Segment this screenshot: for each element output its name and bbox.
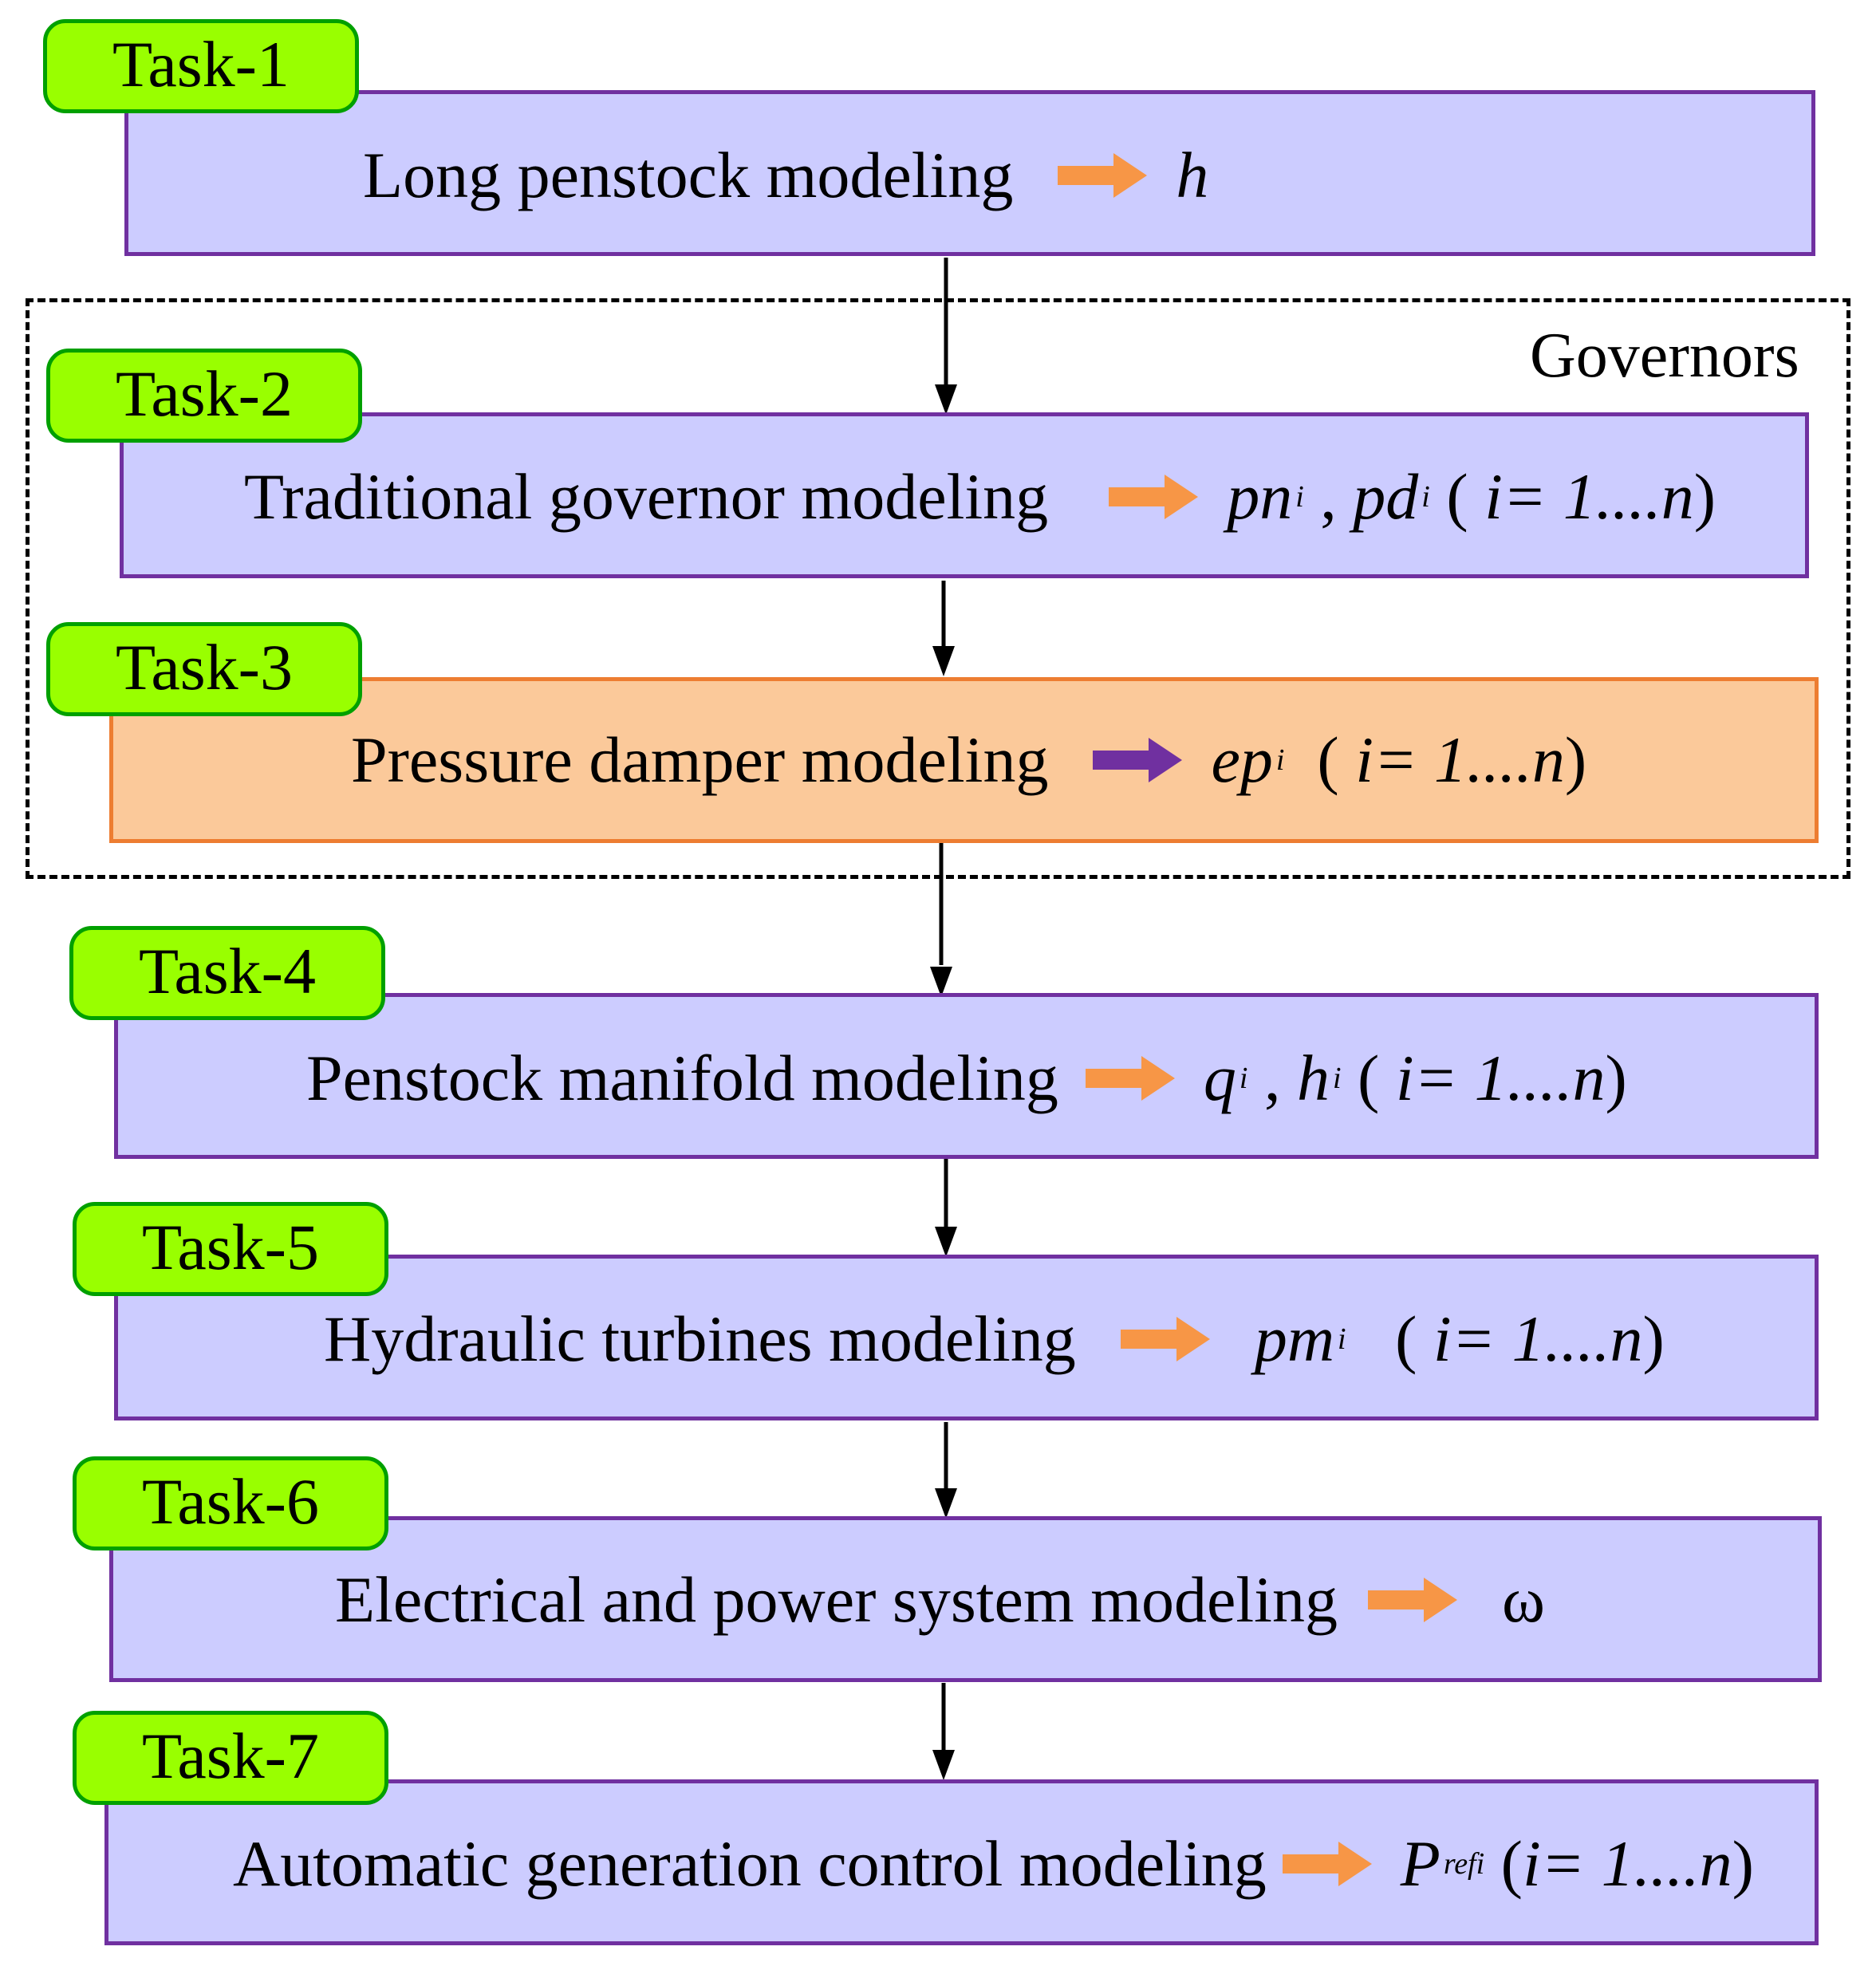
task-5-close-paren: ) — [1642, 1302, 1665, 1375]
task-3-close-paren: ) — [1564, 723, 1587, 796]
task-3-open-paren: ( — [1284, 723, 1356, 796]
right-arrow-icon — [1058, 153, 1148, 198]
task-3-range: i= 1....n — [1355, 723, 1565, 796]
task-1-box — [124, 90, 1815, 256]
task-7-range: i= 1....n — [1522, 1827, 1732, 1900]
right-arrow-icon — [1120, 1317, 1210, 1361]
task-2-range: i= 1....n — [1484, 460, 1694, 533]
task-1-content: Long penstock modeling h — [363, 140, 1208, 211]
task-4-label: Penstock manifold modeling — [306, 1042, 1058, 1114]
task-5-output-symbol: pm — [1254, 1302, 1335, 1375]
task-4-output-symbol: q — [1203, 1042, 1236, 1114]
task-5-output-sub: i — [1338, 1322, 1346, 1356]
task-2-output-sub-2: i — [1421, 480, 1430, 514]
task-2-separator: , — [1303, 460, 1354, 533]
governors-group-frame — [26, 298, 1850, 879]
task-4-range: i= 1....n — [1395, 1042, 1606, 1114]
right-arrow-icon — [1282, 1842, 1372, 1886]
right-arrow-icon — [1093, 738, 1183, 782]
right-arrow-icon — [1085, 1056, 1175, 1101]
task-4-open-paren: ( — [1341, 1042, 1396, 1114]
governors-group-label: Governors — [1530, 321, 1799, 391]
task-1-label: Long penstock modeling — [363, 139, 1014, 211]
task-1-tab: Task-1 — [43, 19, 359, 113]
task-2-box — [120, 412, 1809, 578]
arrowhead-4-5 — [935, 1227, 957, 1257]
task-6-box — [109, 1516, 1822, 1682]
task-7-label: Automatic generation control modeling — [233, 1827, 1267, 1900]
arrowhead-6-7 — [932, 1750, 955, 1780]
task-7-box — [104, 1779, 1819, 1945]
task-2-output-symbol: pn — [1227, 460, 1293, 533]
task-7-tab: Task-7 — [73, 1711, 388, 1805]
task-4-close-paren: ) — [1605, 1042, 1627, 1114]
task-2-output-sub: i — [1295, 480, 1304, 514]
task-3-box — [109, 677, 1819, 843]
task-3-output-symbol: ep — [1211, 723, 1273, 796]
task-2-open-paren: ( — [1429, 460, 1485, 533]
task-4-separator: , — [1247, 1042, 1297, 1114]
task-2-close-paren: ) — [1693, 460, 1716, 533]
task-6-output-symbol: ω — [1501, 1563, 1545, 1636]
task-3-tab: Task-3 — [46, 622, 362, 716]
task-6-content: Electrical and power system modeling ω — [335, 1564, 1545, 1636]
task-4-output-sub-2: i — [1332, 1062, 1342, 1095]
task-7-output-sub: refi — [1443, 1847, 1485, 1881]
right-arrow-icon — [1109, 475, 1199, 519]
task-5-box — [114, 1255, 1819, 1420]
right-arrow-icon — [1367, 1578, 1457, 1622]
task-5-range: i= 1....n — [1433, 1302, 1643, 1375]
task-2-label: Traditional governor modeling — [244, 460, 1049, 533]
task-7-open-paren: ( — [1484, 1827, 1523, 1900]
task-2-output-symbol-2: pd — [1353, 460, 1419, 533]
task-4-box — [114, 993, 1819, 1159]
task-7-close-paren: ) — [1732, 1827, 1754, 1900]
task-3-label: Pressure damper modeling — [351, 723, 1049, 796]
task-6-tab: Task-6 — [73, 1456, 388, 1550]
task-4-output-sub: i — [1239, 1062, 1248, 1095]
task-3-output-sub: i — [1275, 743, 1285, 777]
task-1-output-symbol: h — [1176, 139, 1209, 211]
task-4-output-symbol-2: h — [1296, 1042, 1330, 1114]
task-6-label: Electrical and power system modeling — [335, 1563, 1338, 1636]
task-7-output-symbol: P — [1400, 1827, 1440, 1900]
task-5-label: Hydraulic turbines modeling — [324, 1302, 1076, 1375]
task-4-tab: Task-4 — [69, 926, 385, 1020]
arrowhead-5-6 — [935, 1488, 957, 1519]
task-5-open-paren: ( — [1346, 1302, 1433, 1375]
task-5-tab: Task-5 — [73, 1202, 388, 1296]
task-2-tab: Task-2 — [46, 349, 362, 443]
